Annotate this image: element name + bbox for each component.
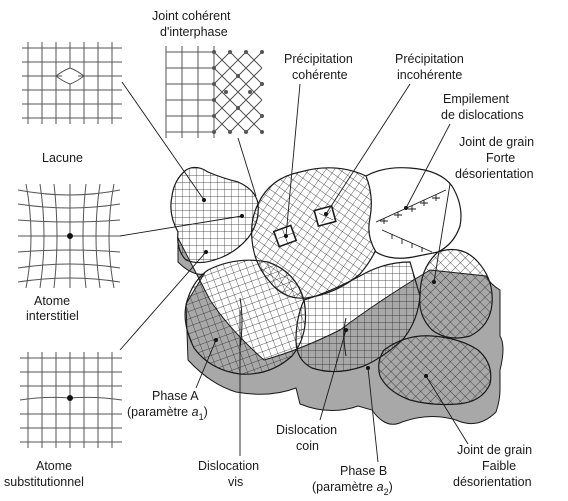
label-dislocation-vis-2: vis [228,475,243,489]
grain-aggregate [171,167,503,424]
vacancy-lattice-panel [22,42,122,124]
label-precip-coherente-2: cohérente [292,68,348,82]
label-joint-forte-2: Forte [486,151,515,165]
label-lacune: Lacune [42,151,83,165]
label-joint-forte-3: désorientation [455,167,534,181]
label-dislocation-coin-1: Dislocation [276,423,337,437]
substitutional-lattice-panel [20,352,122,448]
label-atome: Atome [34,294,70,308]
grain-upper-left [171,167,258,262]
label-atome-2: Atome [36,459,72,473]
label-joint-faible-2: Faible [482,459,516,473]
label-precip-coherente-1: Précipitation [284,52,353,66]
label-joint-faible-3: désorientation [453,475,532,489]
label-phase-b-param: (paramètre a2) [312,480,393,497]
label-dislocation-vis-1: Dislocation [198,459,259,473]
label-d-interphase: d'interphase [160,25,228,39]
label-phase-a-param: (paramètre a1) [127,405,208,422]
interstitial-lattice-panel [18,184,120,288]
label-substitutionnel: substitutionnel [4,475,84,489]
label-phase-b: Phase B [340,464,387,478]
label-joint-forte-1: Joint de grain [459,135,534,149]
label-precip-incoherente-1: Précipitation [395,52,464,66]
label-empilement-1: Empilement [443,92,510,106]
label-precip-incoherente-2: incohérente [397,68,462,82]
grain-right [420,250,492,338]
grain-pileup [366,168,461,259]
label-phase-a: Phase A [152,389,199,403]
label-joint-faible-1: Joint de grain [457,443,532,457]
label-dislocation-coin-2: coin [296,439,319,453]
coherent-interphase-panel [166,46,264,138]
grain-phase-a [185,260,305,374]
label-interstitiel: interstitiel [26,309,79,323]
incoherent-precipitate [314,206,336,226]
label-empilement-2: de dislocations [441,108,524,122]
label-joint-coherent: Joint cohérent [152,9,231,23]
